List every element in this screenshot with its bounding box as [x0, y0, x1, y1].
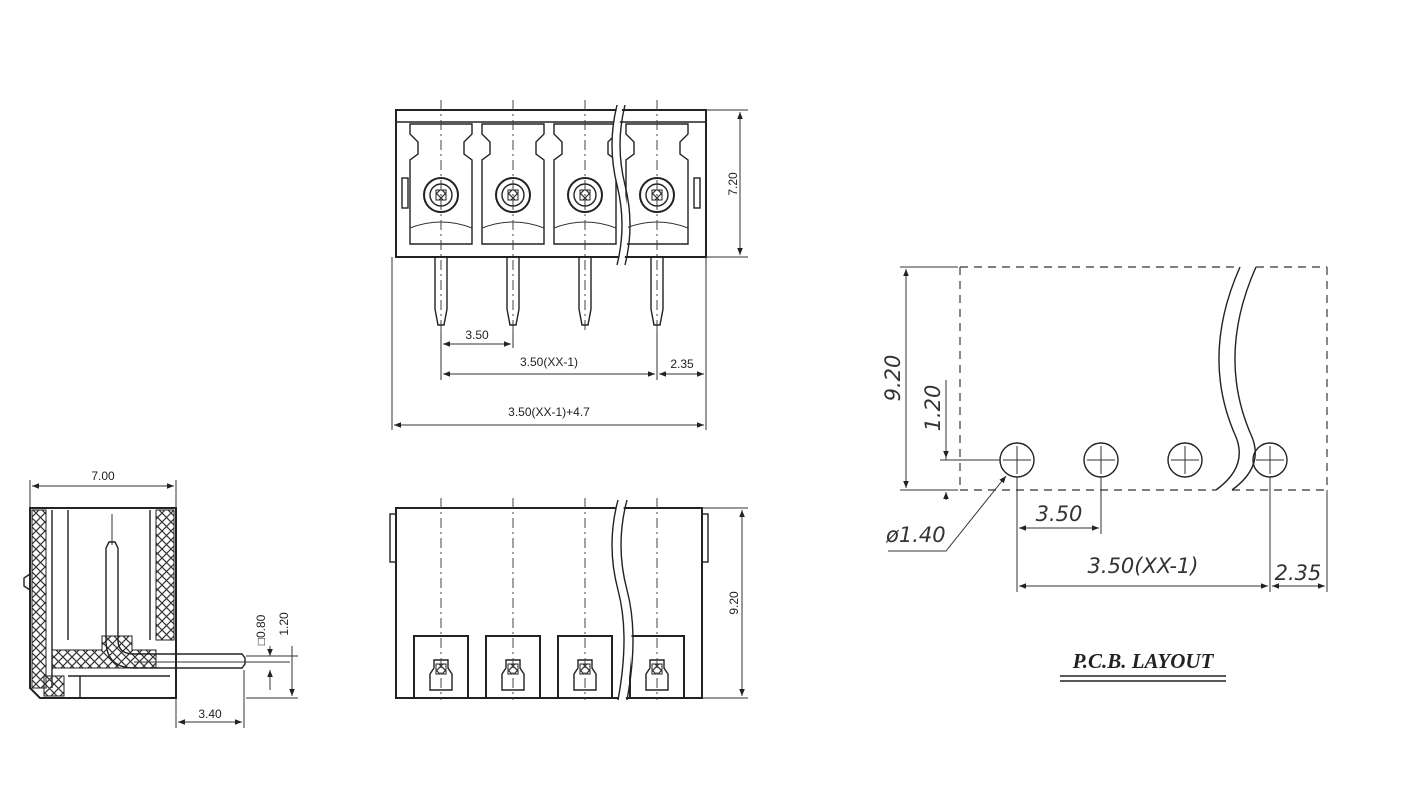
pcb-hole	[999, 442, 1035, 478]
pcb-hole	[1083, 442, 1119, 478]
front-span-label: 3.50(XX-1)	[520, 355, 578, 369]
pcb-hole	[1252, 442, 1288, 478]
side-width-label: 7.00	[91, 469, 115, 483]
pcb-offset-label: 2.35	[1275, 561, 1322, 585]
bottom-height-label: 9.20	[727, 591, 741, 615]
front-pitch-label: 3.50	[465, 328, 489, 342]
pin	[434, 257, 448, 326]
side-pin-thickness-label: □0.80	[254, 614, 268, 645]
pcb-layout-title: P.C.B. LAYOUT	[1072, 649, 1215, 673]
pcb-layout: 9.20 1.20 ø1.40 3.50 3.50(XX-1) 2.35 P.C…	[881, 266, 1328, 682]
pin	[506, 257, 520, 326]
side-view: 7.00 □0.80 1.20 3.40	[23, 469, 298, 728]
pcb-hole-offset-label: 1.20	[921, 385, 945, 432]
front-overall-label: 3.50(XX-1)+4.7	[508, 405, 590, 419]
pcb-hole-diameter-label: ø1.40	[885, 523, 946, 547]
front-offset-label: 2.35	[670, 357, 694, 371]
pin	[650, 257, 664, 326]
side-pin-height-label: 1.20	[277, 612, 291, 636]
side-pin-length-label: 3.40	[198, 707, 222, 721]
pcb-span-label: 3.50(XX-1)	[1088, 554, 1199, 578]
bottom-view: 9.20	[389, 498, 748, 701]
pcb-hole	[1167, 442, 1203, 478]
front-height-label: 7.20	[726, 172, 740, 196]
pcb-pitch-label: 3.50	[1036, 502, 1083, 526]
pin	[578, 257, 592, 326]
front-view: 7.20 3.50 3.50(XX-1) 2.35 3.50(XX-1)+4.7	[391, 100, 748, 430]
pcb-height-label: 9.20	[881, 355, 905, 402]
